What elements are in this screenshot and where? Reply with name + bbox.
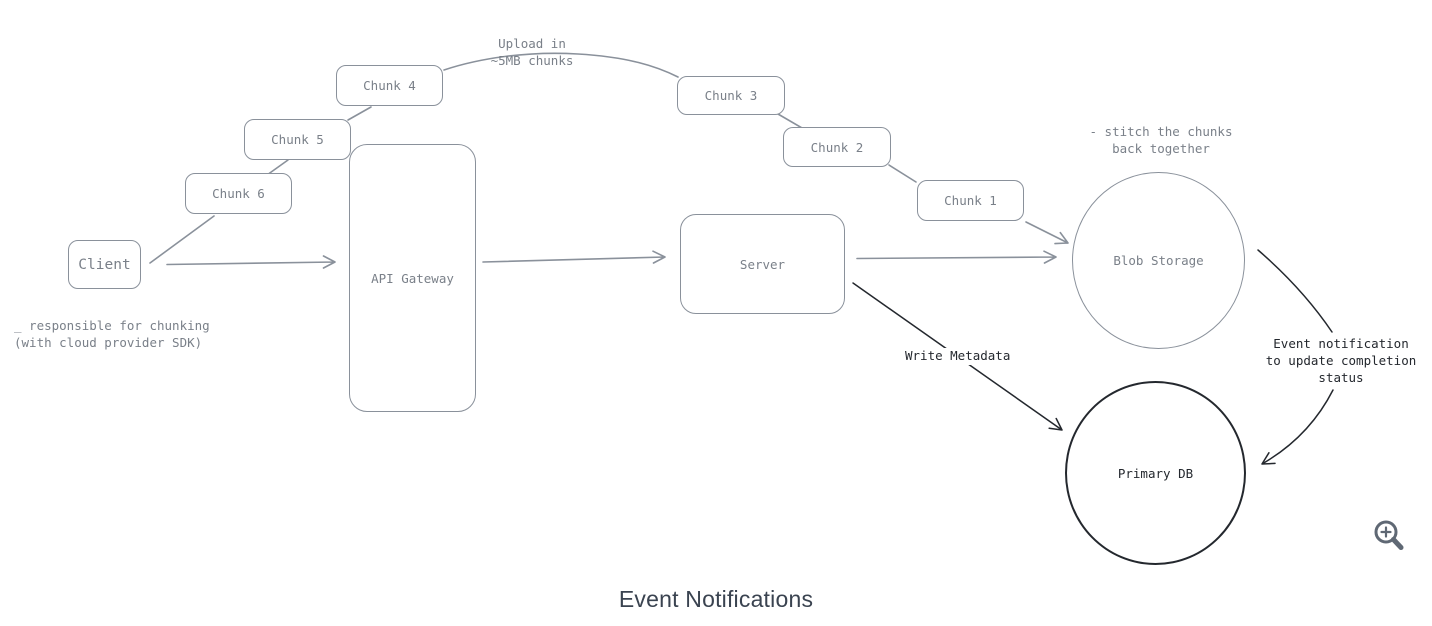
zoom-in-button[interactable]	[1362, 508, 1410, 556]
node-chunk6: Chunk 6	[185, 173, 292, 214]
arrow-api-gateway-to-server	[482, 250, 666, 264]
line-chunk3-to-chunk2	[777, 113, 803, 129]
node-primary-db: Primary DB	[1065, 381, 1246, 565]
arrow-chunk1-to-blob-storage	[1025, 221, 1069, 245]
node-blob-storage: Blob Storage	[1072, 172, 1245, 349]
curve-blob-to-event-note	[1257, 249, 1333, 333]
node-chunk3: Chunk 3	[677, 76, 785, 115]
node-api-gateway-label: API Gateway	[371, 270, 454, 286]
annotation-client-responsibility: _ responsible for chunking (with cloud p…	[14, 318, 210, 350]
annotation-upload-chunks: Upload in ~5MB chunks	[490, 36, 574, 68]
line-chunk2-to-chunk1	[888, 164, 917, 183]
curve-chunk4-to-chunk3	[443, 52, 679, 78]
node-chunk4-label: Chunk 4	[363, 78, 416, 93]
node-primary-db-label: Primary DB	[1117, 465, 1194, 481]
node-server: Server	[680, 214, 845, 314]
curve-event-note-to-primary-db	[1261, 389, 1334, 465]
node-chunk5: Chunk 5	[244, 119, 351, 160]
zoom-in-magnifier-icon	[1374, 520, 1404, 550]
annotation-event-notification: Event notification to update completion …	[1265, 336, 1417, 385]
arrow-server-to-blob-storage	[856, 250, 1057, 264]
node-client: Client	[68, 240, 141, 289]
node-chunk4: Chunk 4	[336, 65, 443, 106]
figure-caption: Event Notifications	[618, 586, 814, 612]
node-chunk1-label: Chunk 1	[944, 193, 997, 208]
line-chunk6-to-chunk5	[266, 159, 289, 176]
annotation-write-metadata: Write Metadata	[903, 348, 1013, 365]
line-chunk5-to-chunk4	[347, 106, 372, 121]
arrow-client-to-api-gateway	[166, 255, 336, 269]
node-chunk3-label: Chunk 3	[704, 88, 758, 103]
annotation-stitch-chunks: - stitch the chunks back together	[1089, 124, 1233, 156]
node-chunk6-label: Chunk 6	[212, 186, 265, 201]
node-chunk2-label: Chunk 2	[810, 139, 864, 155]
line-client-to-chunk6	[149, 215, 215, 264]
node-server-label: Server	[739, 256, 786, 272]
node-chunk2: Chunk 2	[783, 127, 891, 167]
node-api-gateway: API Gateway	[349, 144, 476, 412]
node-client-label: Client	[78, 256, 131, 273]
node-chunk5-label: Chunk 5	[271, 132, 324, 147]
node-blob-storage-label: Blob Storage	[1113, 253, 1204, 268]
node-chunk1: Chunk 1	[917, 180, 1024, 221]
